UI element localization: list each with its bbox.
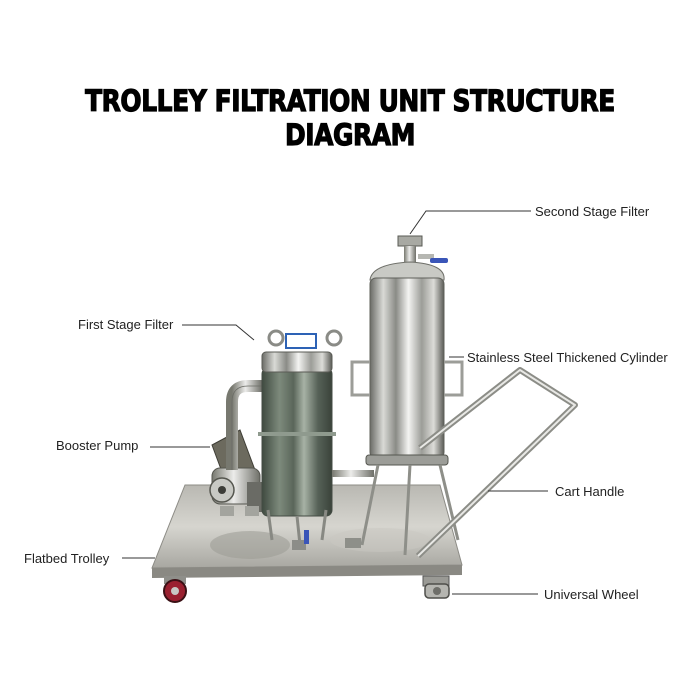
second-stage-filter-leader-line xyxy=(409,210,531,235)
label-cart-handle: Cart Handle xyxy=(555,484,625,499)
label-stainless-steel-thickened-cylinder: Stainless Steel Thickened Cylinder xyxy=(467,350,668,365)
second-stage-filter-shape xyxy=(332,235,464,556)
label-booster-pump: Booster Pump xyxy=(56,438,139,453)
universal-wheel-left-shape xyxy=(163,576,187,603)
first-stage-filter-shape xyxy=(258,329,343,550)
label-first-stage-filter: First Stage Filter xyxy=(78,317,174,332)
label-universal-wheel: Universal Wheel xyxy=(544,587,639,602)
booster-pump-shape xyxy=(209,380,269,516)
diagram-title: TROLLEY FILTRATION UNIT STRUCTURE DIAGRA… xyxy=(85,83,616,152)
cart-handle-shape xyxy=(415,367,578,559)
first-stage-filter-leader-line xyxy=(182,324,255,341)
label-flatbed-trolley: Flatbed Trolley xyxy=(24,551,110,566)
universal-wheel-right-shape xyxy=(422,575,450,599)
label-second-stage-filter: Second Stage Filter xyxy=(535,204,650,219)
